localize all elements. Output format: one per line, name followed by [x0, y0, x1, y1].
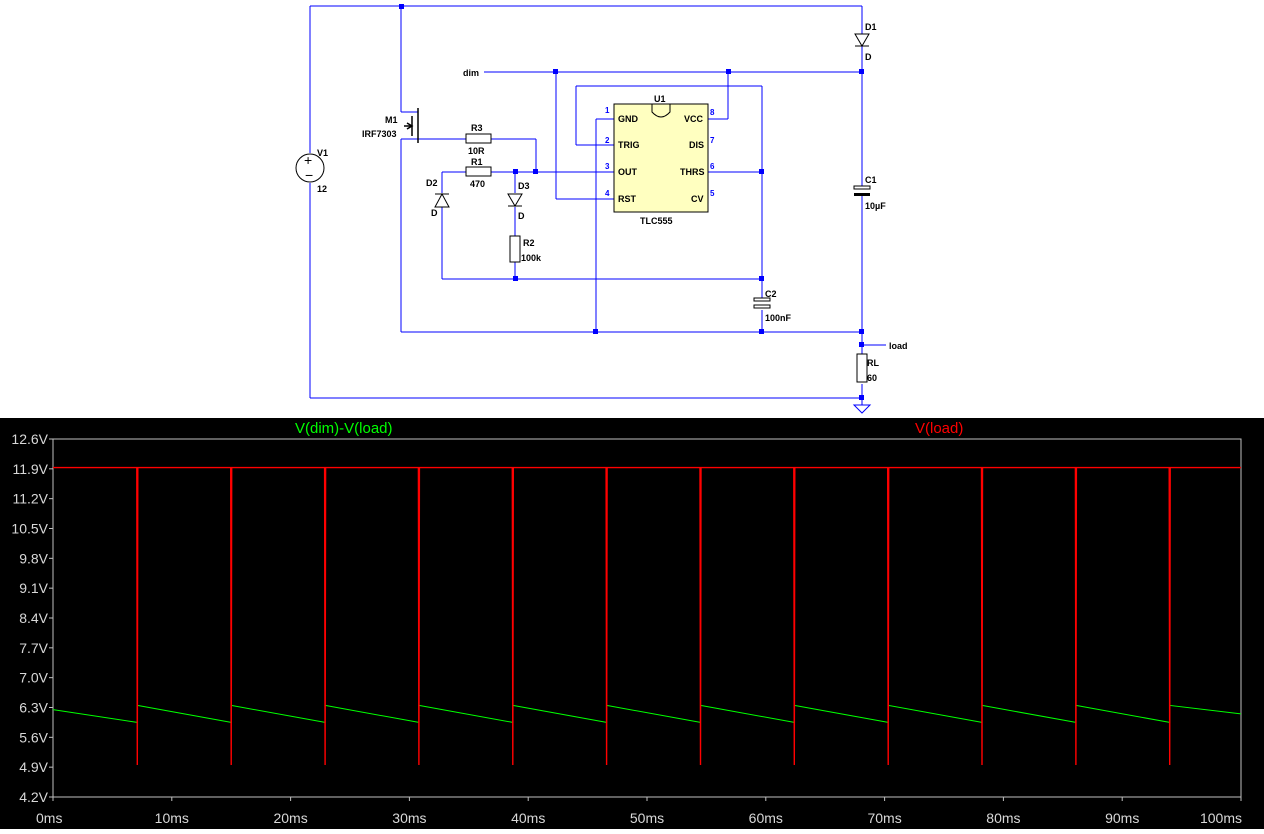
y-tick-label: 12.6V: [11, 431, 48, 447]
m1-mosfet[interactable]: [404, 108, 419, 143]
y-tick-label: 7.0V: [19, 670, 48, 686]
x-tick-label: 40ms: [511, 810, 545, 826]
u1-pin-2-num: 2: [605, 136, 610, 145]
y-tick-label: 7.7V: [19, 640, 48, 656]
trace-label-v-load[interactable]: V(load): [915, 420, 963, 437]
u1-name: U1: [654, 94, 666, 104]
v1-source[interactable]: + −: [295, 152, 325, 183]
r2-resistor[interactable]: [509, 235, 521, 263]
c2-name: C2: [765, 289, 777, 299]
r3-name: R3: [471, 123, 483, 133]
y-tick-label: 11.2V: [12, 491, 48, 507]
y-tick-label: 4.2V: [19, 789, 48, 805]
x-tick-label: 80ms: [986, 810, 1020, 826]
c2-value: 100nF: [765, 313, 792, 323]
u1-pin-thrs: THRS: [680, 167, 705, 177]
d2-diode[interactable]: [434, 192, 450, 208]
x-tick-label: 30ms: [392, 810, 426, 826]
x-tick-label: 50ms: [630, 810, 664, 826]
u1-pin-cv: CV: [691, 194, 704, 204]
r2-value: 100k: [521, 253, 542, 263]
u1-pin-out: OUT: [618, 167, 638, 177]
u1-pin-8-num: 8: [710, 108, 715, 117]
net-label-dim: dim: [463, 68, 479, 78]
u1-pin-1-num: 1: [605, 106, 610, 115]
r2-name: R2: [523, 238, 535, 248]
u1-pin-rst: RST: [618, 194, 637, 204]
x-axis: 0ms 10ms 20ms 30ms 40ms 50ms 60ms 70ms 80ms 90ms 1…: [36, 797, 1242, 826]
schematic-view[interactable]: + − V1 12 M1 IRF7303 R3 10R R1 470 D2 D …: [0, 0, 1264, 418]
wires: [309, 5, 886, 405]
y-tick-label: 6.3V: [19, 700, 48, 716]
x-tick-label: 20ms: [273, 810, 307, 826]
u1-ic[interactable]: [613, 103, 709, 213]
x-tick-label: 100ms: [1200, 810, 1242, 826]
u1-pin-trig: TRIG: [618, 140, 640, 150]
x-tick-label: 10ms: [155, 810, 189, 826]
y-tick-label: 5.6V: [19, 729, 48, 745]
trace-v-load: [53, 466, 1241, 766]
c1-value: 10µF: [865, 201, 886, 211]
u1-pin-6-num: 6: [710, 162, 715, 171]
u1-pin-4-num: 4: [605, 189, 610, 198]
y-tick-label: 9.1V: [19, 580, 48, 596]
traces: [52, 466, 1242, 766]
v1-name: V1: [317, 148, 328, 158]
d1-value: D: [865, 52, 872, 62]
m1-value: IRF7303: [362, 129, 397, 139]
d3-diode[interactable]: [507, 193, 523, 207]
y-tick-label: 10.5V: [11, 521, 48, 537]
r3-value: 10R: [468, 146, 485, 156]
u1-pin-gnd: GND: [618, 114, 639, 124]
x-tick-label: 70ms: [867, 810, 901, 826]
c1-name: C1: [865, 175, 877, 185]
trace-v-dim-minus-v-load: [52, 704, 1242, 723]
waveform-plot-pane[interactable]: 12.6V 11.9V 11.2V 10.5V 9.8V 9.1V 8.4V 7.7V 7.0V…: [0, 418, 1264, 829]
u1-pin-dis: DIS: [689, 140, 704, 150]
d3-name: D3: [518, 181, 530, 191]
d3-value: D: [518, 211, 525, 221]
rl-value: 60: [867, 373, 877, 383]
d1-diode[interactable]: [854, 33, 870, 47]
c1-capacitor[interactable]: [853, 185, 871, 196]
m1-name: M1: [385, 115, 398, 125]
y-axis: 12.6V 11.9V 11.2V 10.5V 9.8V 9.1V 8.4V 7.7V 7.0V…: [11, 431, 53, 805]
y-tick-label: 11.9V: [12, 461, 48, 477]
r3-resistor[interactable]: [465, 133, 492, 144]
rl-resistor[interactable]: [856, 353, 868, 383]
x-tick-label: 90ms: [1105, 810, 1139, 826]
d2-name: D2: [426, 178, 438, 188]
u1-part: TLC555: [640, 216, 673, 226]
u1-pin-5-num: 5: [710, 189, 715, 198]
d1-name: D1: [865, 22, 877, 32]
d2-value: D: [431, 208, 438, 218]
u1-pin-vcc: VCC: [684, 114, 704, 124]
r1-value: 470: [470, 179, 485, 189]
schematic-canvas[interactable]: + − V1 12 M1 IRF7303 R3 10R R1 470 D2 D …: [0, 0, 1264, 418]
u1-pin-7-num: 7: [710, 136, 715, 145]
net-label-load: load: [889, 341, 908, 351]
x-tick-label: 60ms: [749, 810, 783, 826]
u1-pin-3-num: 3: [605, 162, 610, 171]
trace-label-v-dim-minus-v-load[interactable]: V(dim)-V(load): [295, 420, 393, 437]
v1-value: 12: [317, 184, 327, 194]
ground-symbol: [852, 404, 872, 414]
svg-text:+: +: [304, 152, 312, 168]
svg-text:−: −: [305, 167, 313, 183]
r1-resistor[interactable]: [465, 166, 492, 177]
waveform-plot[interactable]: 12.6V 11.9V 11.2V 10.5V 9.8V 9.1V 8.4V 7.7V 7.0V…: [0, 418, 1264, 829]
y-tick-label: 4.9V: [19, 759, 48, 775]
y-tick-label: 9.8V: [19, 550, 48, 566]
r1-name: R1: [471, 157, 483, 167]
c2-capacitor[interactable]: [753, 297, 771, 309]
y-tick-label: 8.4V: [19, 610, 48, 626]
x-tick-label: 0ms: [36, 810, 62, 826]
junctions: [399, 4, 864, 400]
rl-name: RL: [867, 358, 879, 368]
